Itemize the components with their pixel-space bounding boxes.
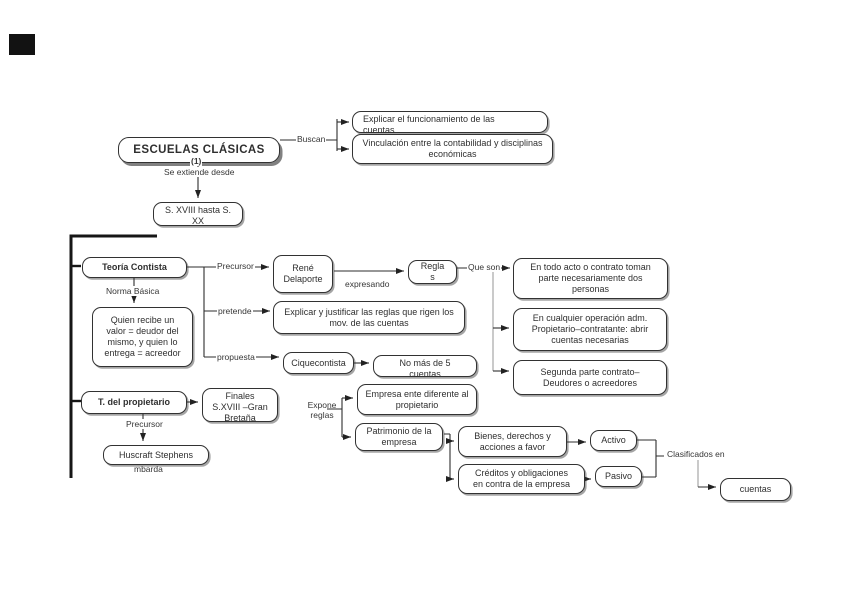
node-reglas: Regla s bbox=[408, 260, 457, 284]
node-empresa-ente-diferente: Empresa ente diferente al propietario bbox=[357, 384, 477, 415]
node-t-del-propietario: T. del propietario bbox=[81, 391, 187, 414]
label-expone-reglas: Expone reglas bbox=[307, 400, 337, 420]
node-escuelas-clasicas-label: ESCUELAS CLÁSICAS bbox=[133, 143, 265, 156]
node-huscraft-stephens: Huscraft Stephens bbox=[103, 445, 209, 465]
label-precursor-propietario: Precursor bbox=[125, 419, 164, 429]
node-goal-funcionamiento: Explicar el funcionamiento de las cuenta… bbox=[352, 111, 548, 135]
node-finales-sxviii-gran-bretana: Finales S.XVIII –Gran Bretaña bbox=[202, 388, 278, 423]
node-no-mas-de-5-cuentas: No más de 5 cuentas bbox=[373, 355, 477, 379]
scan-artifact-rectangle bbox=[9, 34, 35, 55]
node-patrimonio-empresa: Patrimonio de la empresa bbox=[355, 423, 443, 451]
label-norma-basica: Norma Básica bbox=[105, 286, 161, 296]
label-pretende: pretende bbox=[217, 306, 253, 316]
node-rene-delaporte: René Delaporte bbox=[273, 255, 333, 293]
node-teoria-contista: Teoría Contista bbox=[82, 257, 187, 278]
label-buscan: Buscan bbox=[296, 134, 327, 144]
node-periodo-siglos: S. XVIII hasta S. XX bbox=[153, 202, 243, 226]
label-clasificados-en: Clasificados en bbox=[666, 449, 726, 459]
node-regla-segunda-parte: Segunda parte contrato–Deudores o acreed… bbox=[513, 360, 667, 395]
node-pasivo: Pasivo bbox=[595, 466, 642, 487]
node-activo: Activo bbox=[590, 430, 637, 451]
node-ciquecontista: Ciquecontista bbox=[283, 352, 354, 374]
label-expresando: expresando bbox=[344, 279, 391, 289]
node-creditos-obligaciones: Créditos y obligaciones en contra de la … bbox=[458, 464, 585, 494]
node-regla-contrato: En todo acto o contrato toman parte nece… bbox=[513, 258, 668, 299]
label-se-extiende-desde: Se extiende desde bbox=[163, 167, 236, 177]
node-cuentas: cuentas bbox=[720, 478, 791, 501]
label-precursor-contista: Precursor bbox=[216, 261, 255, 271]
node-goal-vinculacion: Vinculación entre la contabilidad y disc… bbox=[352, 134, 553, 164]
label-mbarda: mbarda bbox=[134, 464, 163, 474]
label-note-1: (1) bbox=[190, 156, 203, 166]
label-que-son: Que son bbox=[467, 262, 502, 272]
node-norma-quien-recibe: Quien recibe un valor = deudor del mismo… bbox=[92, 307, 193, 367]
node-bienes-derechos: Bienes, derechos y acciones a favor bbox=[458, 426, 567, 457]
node-pretende-explicar: Explicar y justificar las reglas que rig… bbox=[273, 301, 465, 334]
label-propuesta: propuesta bbox=[216, 352, 256, 362]
node-regla-operacion: En cualquier operación adm. Propietario–… bbox=[513, 308, 667, 351]
